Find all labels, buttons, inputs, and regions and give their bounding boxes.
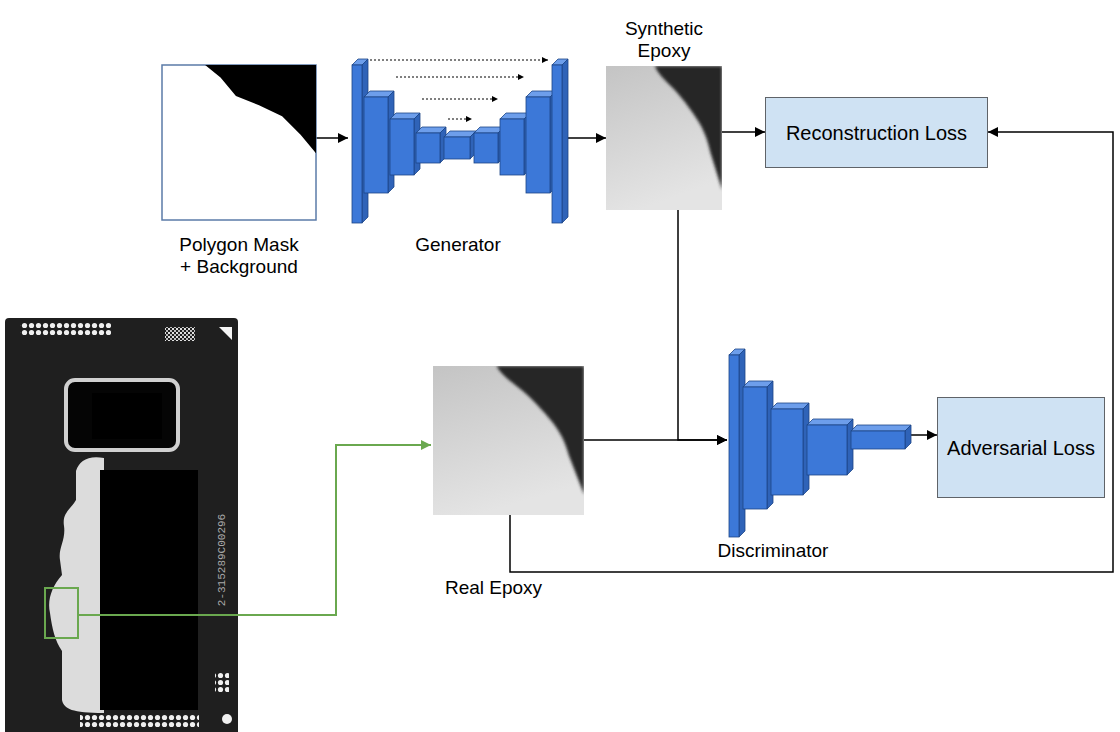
node-label: Polygon Mask + Background: [174, 234, 304, 278]
part-number: 2-315289C00296: [216, 514, 228, 606]
loss-box: Reconstruction Loss: [765, 97, 988, 168]
node-label: Discriminator: [698, 540, 848, 562]
layer-side: [905, 425, 911, 449]
layer-front: [500, 119, 524, 175]
connector-arrow: [568, 137, 606, 139]
real-image: Real Epoxy: [433, 366, 584, 515]
connector-arrow: [911, 434, 937, 436]
layer-front: [851, 431, 905, 449]
disc-figure: [727, 345, 911, 540]
layer-front: [552, 65, 562, 223]
layer-front: [743, 387, 767, 509]
connector-arrow: [722, 131, 765, 133]
solder-dots: [215, 672, 229, 693]
barcode: [165, 327, 195, 341]
epoxy-dark-region: [496, 366, 584, 494]
node-caption: Synthetic Epoxy: [609, 18, 719, 62]
layer-front: [807, 425, 847, 475]
connector-arrow: [510, 132, 1113, 572]
node-label: Generator: [393, 234, 523, 256]
loss-label: Adversarial Loss: [939, 436, 1103, 460]
solder-dots: [20, 323, 111, 337]
layer-front: [364, 97, 388, 193]
skip-connection: [448, 119, 472, 120]
crop-box: [45, 588, 78, 638]
epoxy-blob: [49, 457, 104, 713]
input-image: Polygon Mask + Background: [162, 65, 316, 220]
corner-mark: [219, 327, 232, 340]
epoxy-dark-region: [655, 66, 722, 190]
layer-top: [807, 419, 853, 425]
die-square: [66, 380, 178, 450]
marker-dot: [222, 714, 232, 724]
connector-arrow: [678, 210, 727, 440]
layer-top: [851, 425, 911, 431]
layer-front: [416, 133, 440, 163]
solder-dots: [80, 714, 199, 728]
node-caption: Generator: [393, 234, 523, 256]
layer-front: [352, 65, 362, 223]
layer-side: [562, 59, 568, 223]
synthetic-image: Synthetic Epoxy: [606, 66, 722, 210]
node-label: Synthetic Epoxy: [609, 18, 719, 62]
chip-substrate: [5, 318, 238, 732]
mask-ground: [162, 65, 316, 220]
layer-front: [444, 137, 470, 159]
mask-figure: [162, 65, 316, 220]
skip-connection: [370, 60, 548, 61]
discriminator-network: Discriminator: [727, 345, 911, 540]
epoxy-figure: [433, 366, 584, 515]
crop-leader: [78, 445, 431, 615]
epoxy-figure: [606, 66, 722, 210]
epoxy-ground: [606, 66, 722, 210]
connector-arrow: [316, 137, 348, 139]
loss-box: Adversarial Loss: [937, 397, 1105, 498]
epoxy-ground: [433, 366, 584, 515]
layer-front: [526, 97, 550, 193]
node-caption: Real Epoxy: [429, 577, 559, 599]
layer-front: [771, 409, 803, 495]
node-label: Real Epoxy: [429, 577, 559, 599]
layer-front: [729, 355, 739, 537]
layer-top: [771, 403, 809, 409]
unet-figure: [348, 57, 568, 225]
die-rectangle: [100, 470, 198, 710]
die-inner: [92, 393, 162, 439]
skip-connection: [422, 99, 498, 100]
mask-polygon: [205, 65, 316, 153]
connector-arrow: [584, 439, 727, 441]
loss-label: Reconstruction Loss: [778, 121, 975, 145]
skip-connection: [396, 77, 524, 78]
node-caption: Discriminator: [698, 540, 848, 562]
layer-front: [474, 133, 498, 163]
node-caption: Polygon Mask + Background: [174, 234, 304, 278]
generator-network: Generator: [348, 57, 568, 225]
layer-front: [390, 119, 414, 175]
